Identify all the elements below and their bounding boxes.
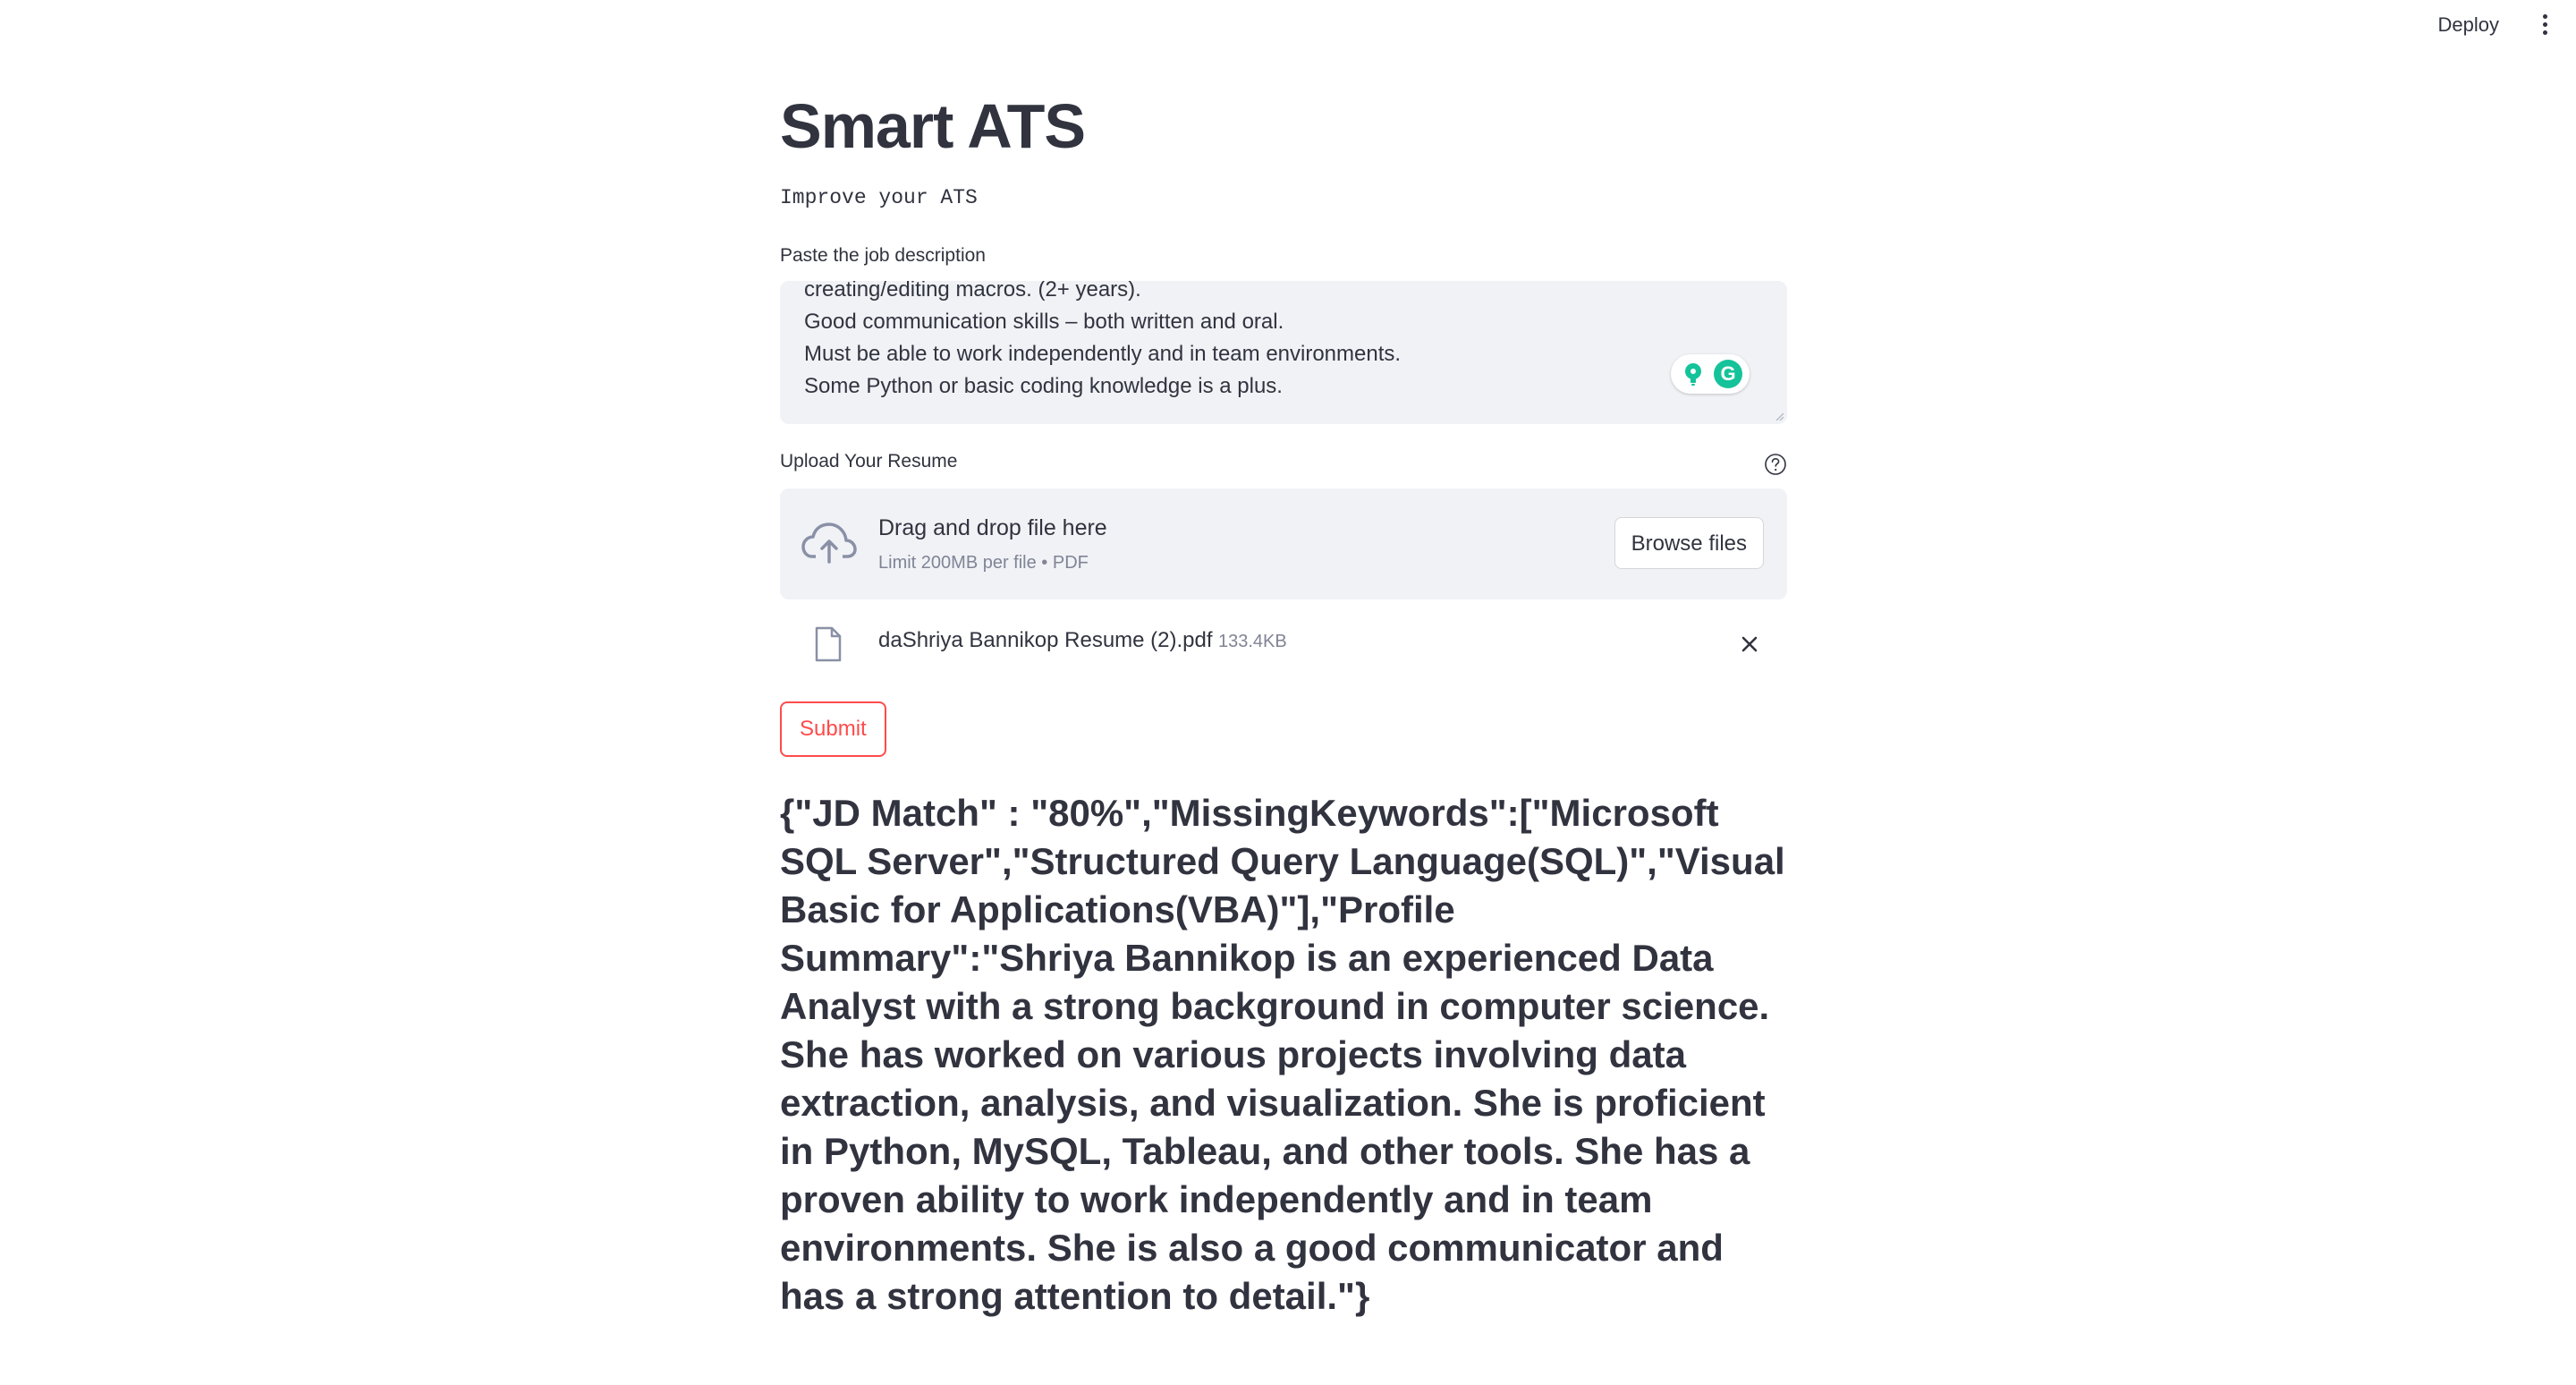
page-subtitle: Improve your ATS bbox=[780, 186, 978, 209]
uploaded-file-row: daShriya Bannikop Resume (2).pdf 133.4KB bbox=[780, 621, 1787, 667]
cloud-upload-icon bbox=[801, 523, 857, 564]
browse-files-button[interactable]: Browse files bbox=[1614, 517, 1764, 569]
uploaded-file-size: 133.4KB bbox=[1218, 632, 1287, 651]
top-header: Deploy bbox=[0, 0, 2576, 54]
kebab-dot bbox=[2543, 30, 2547, 35]
uploaded-file-name: daShriya Bannikop Resume (2).pdf bbox=[878, 628, 1213, 652]
grammarly-icon: G bbox=[1714, 360, 1742, 388]
job-description-text: creating/editing macros. (2+ years). Goo… bbox=[804, 281, 1402, 398]
kebab-dot bbox=[2543, 14, 2547, 19]
resize-handle-icon[interactable] bbox=[1775, 412, 1784, 421]
grammarly-widget[interactable]: G bbox=[1671, 354, 1750, 394]
dropzone-title: Drag and drop file here bbox=[878, 515, 1107, 540]
kebab-dot bbox=[2543, 22, 2547, 27]
help-icon[interactable] bbox=[1764, 453, 1787, 476]
main-menu-button[interactable] bbox=[2531, 11, 2558, 39]
lightbulb-icon bbox=[1685, 363, 1701, 386]
page-title: Smart ATS bbox=[780, 91, 1086, 161]
file-dropzone[interactable]: Drag and drop file here Limit 200MB per … bbox=[780, 489, 1787, 599]
upload-resume-label: Upload Your Resume bbox=[780, 451, 958, 472]
deploy-button[interactable]: Deploy bbox=[2437, 13, 2499, 36]
result-output: {"JD Match" : "80%","MissingKeywords":["… bbox=[780, 792, 1785, 1317]
remove-file-icon[interactable] bbox=[1739, 633, 1760, 655]
submit-button[interactable]: Submit bbox=[780, 701, 886, 757]
job-description-label: Paste the job description bbox=[780, 245, 986, 266]
dropzone-limit-text: Limit 200MB per file • PDF bbox=[878, 553, 1089, 573]
file-icon bbox=[815, 626, 842, 662]
job-description-textarea[interactable]: creating/editing macros. (2+ years). Goo… bbox=[780, 281, 1787, 424]
